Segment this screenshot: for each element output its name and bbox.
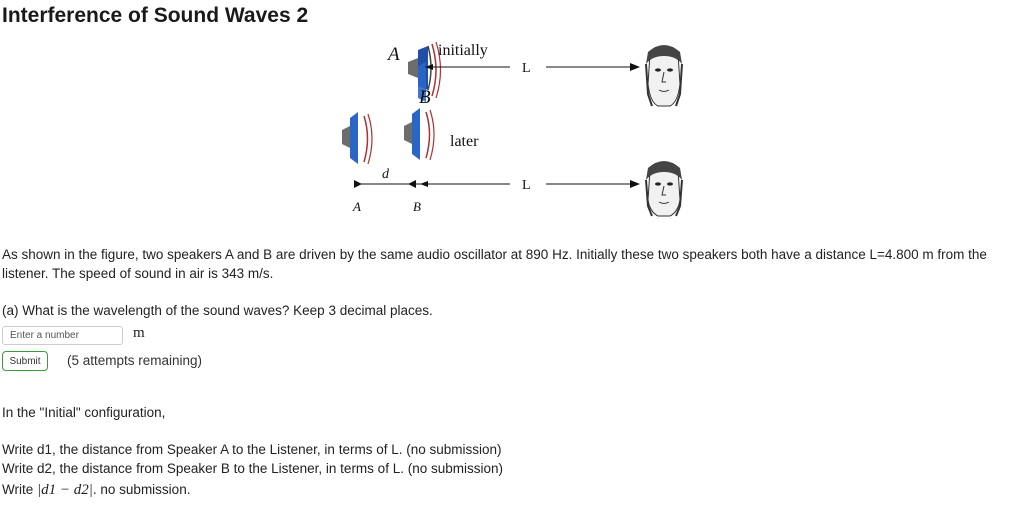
- speaker-a-bottom: [342, 112, 373, 165]
- label-l-bottom: L: [522, 178, 531, 193]
- arrow-left-top: [425, 64, 433, 70]
- write-prefix: Write: [2, 482, 34, 497]
- arrow-right-bottom: [630, 180, 640, 188]
- arrow-d-right: [408, 180, 416, 188]
- label-later: later: [450, 133, 479, 150]
- arrow-right-top: [630, 63, 640, 71]
- label-l-top: L: [522, 61, 531, 76]
- wavelength-input[interactable]: [2, 326, 123, 345]
- label-a-bottom: A: [352, 199, 361, 214]
- unit-label: m: [133, 325, 145, 341]
- label-b-bottom: B: [413, 199, 421, 214]
- attempts-remaining: (5 attempts remaining): [67, 353, 203, 368]
- write-d2-text: Write d2, the distance from Speaker B to…: [2, 461, 503, 476]
- listener-face-top: [645, 45, 683, 107]
- initial-config-text: In the "Initial" configuration,: [2, 405, 166, 420]
- interference-figure: A B initially L later d L A B: [342, 41, 683, 217]
- submit-button[interactable]: Submit: [2, 351, 48, 371]
- write-d1-text: Write d1, the distance from Speaker A to…: [2, 442, 502, 457]
- arrow-left-bottom: [420, 181, 428, 187]
- abs-diff-expression: |d1 − d2|: [37, 482, 93, 498]
- label-b-top: B: [419, 87, 431, 108]
- label-a-top: A: [386, 44, 400, 65]
- write-abs-diff-text: Write |d1 − d2|. no submission.: [2, 480, 190, 500]
- question-a: (a) What is the wavelength of the sound …: [2, 303, 433, 318]
- label-d: d: [382, 167, 390, 182]
- sound-waves-top: [431, 41, 442, 99]
- problem-intro: As shown in the figure, two speakers A a…: [2, 247, 987, 281]
- write-suffix: . no submission.: [92, 482, 191, 497]
- speaker-b-bottom: [404, 108, 435, 161]
- listener-face-bottom: [645, 161, 683, 217]
- page-title: Interference of Sound Waves 2: [2, 4, 309, 27]
- label-initially: initially: [438, 42, 488, 59]
- arrow-d-left: [354, 180, 362, 188]
- speaker-b-top: [418, 62, 426, 102]
